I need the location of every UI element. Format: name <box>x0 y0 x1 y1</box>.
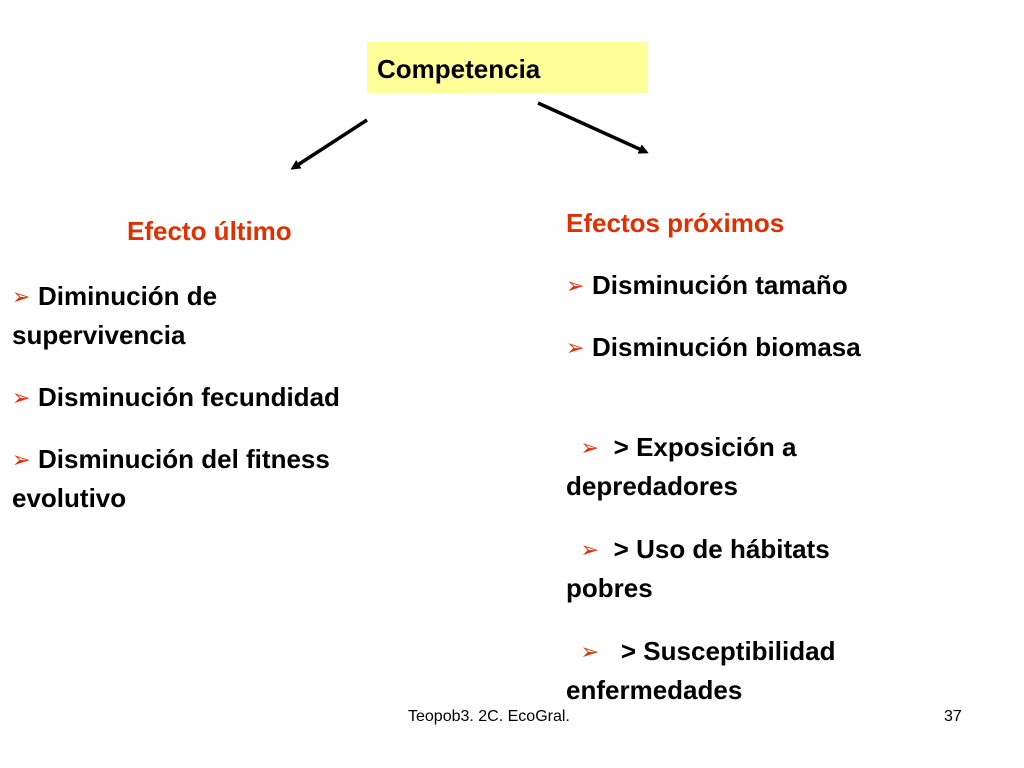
arrow-left <box>290 118 368 170</box>
right-item-3-text: > Exposición a depredadores <box>566 432 804 501</box>
right-item-4: ➢ > Uso de hábitats pobres <box>566 492 906 607</box>
right-item-5: ➢ > Susceptibilidad enfermedades <box>566 594 916 709</box>
right-item-2-text: Disminución biomasa <box>592 332 861 362</box>
title-box: Competencia <box>367 42 648 93</box>
page-number: 37 <box>944 708 962 725</box>
right-item-5-text: > Susceptibilidad enfermedades <box>566 636 843 705</box>
left-item-2-text: Disminución fecundidad <box>38 382 340 412</box>
left-item-3: ➢Disminución del fitness evolutivo <box>12 440 442 517</box>
left-item-3-text: Disminución del fitness evolutivo <box>12 444 330 513</box>
arrow-bullet-icon: ➢ <box>580 435 599 460</box>
arrow-bullet-icon: ➢ <box>12 385 31 410</box>
right-item-1: ➢ Disminución tamaño <box>566 266 1006 305</box>
arrow-bullet-icon: ➢ <box>12 447 31 472</box>
arrow-bullet-icon: ➢ <box>580 639 599 664</box>
left-heading: Efecto último <box>127 216 292 246</box>
left-item-2: ➢ Disminución fecundidad <box>12 378 462 417</box>
right-item-3: ➢ > Exposición a depredadores <box>566 390 886 505</box>
right-item-2: ➢ Disminución biomasa <box>566 328 1006 367</box>
arrow-bullet-icon: ➢ <box>566 335 585 360</box>
right-item-1-text: Disminución tamaño <box>592 270 848 300</box>
left-item-1-text: Diminución de supervivencia <box>12 281 218 350</box>
footer-source: Teopob3. 2C. EcoGral. <box>408 708 570 725</box>
arrow-bullet-icon: ➢ <box>12 284 31 309</box>
left-item-1: ➢Diminución de supervivencia <box>12 277 312 354</box>
arrow-bullet-icon: ➢ <box>580 537 599 562</box>
arrow-right <box>537 101 649 154</box>
right-heading: Efectos próximos <box>566 208 785 238</box>
right-item-4-text: > Uso de hábitats pobres <box>566 534 837 603</box>
arrow-bullet-icon: ➢ <box>566 273 585 298</box>
page-title: Competencia <box>377 54 541 84</box>
